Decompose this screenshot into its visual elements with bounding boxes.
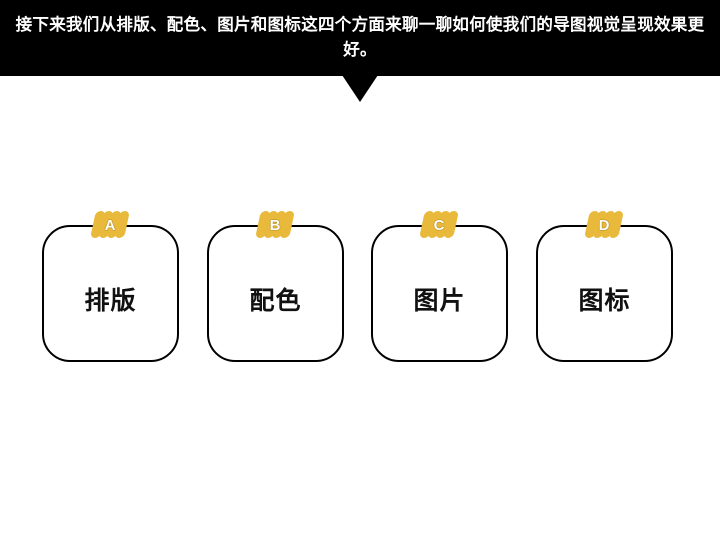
tape-badge-c: C bbox=[419, 211, 459, 238]
card-label: 排版 bbox=[84, 285, 137, 315]
card-typesetting[interactable]: 排版 bbox=[42, 225, 179, 362]
triangle-down-icon bbox=[342, 75, 378, 102]
card-label: 图标 bbox=[578, 285, 631, 315]
badge-letter: A bbox=[104, 216, 116, 234]
badge-letter: D bbox=[598, 216, 610, 234]
tape-badge-d: D bbox=[584, 211, 624, 238]
badge-letter: B bbox=[269, 216, 281, 234]
header-banner: 接下来我们从排版、配色、图片和图标这四个方面来聊一聊如何使我们的导图视觉呈现效果… bbox=[0, 0, 720, 76]
card-images[interactable]: 图片 bbox=[371, 225, 508, 362]
tape-badge-a: A bbox=[90, 211, 130, 238]
badge-letter: C bbox=[433, 216, 445, 234]
card-icons[interactable]: 图标 bbox=[536, 225, 673, 362]
banner-text: 接下来我们从排版、配色、图片和图标这四个方面来聊一聊如何使我们的导图视觉呈现效果… bbox=[15, 15, 705, 59]
card-color[interactable]: 配色 bbox=[207, 225, 344, 362]
card-label: 图片 bbox=[413, 285, 466, 315]
tape-badge-b: B bbox=[255, 211, 295, 238]
card-label: 配色 bbox=[249, 285, 302, 315]
